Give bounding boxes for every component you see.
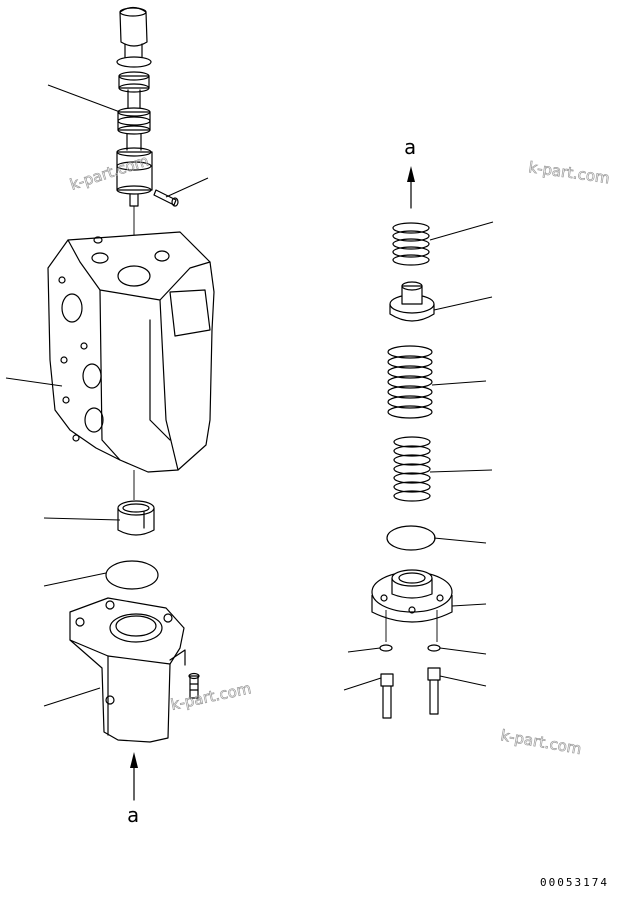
spring-seat xyxy=(389,281,435,322)
bolt xyxy=(188,672,200,699)
washers xyxy=(379,644,441,652)
flow-label-top: a xyxy=(404,135,416,159)
cover xyxy=(69,597,186,743)
flow-arrow-bottom xyxy=(130,752,138,801)
spool-assembly xyxy=(116,6,153,207)
leader-lines xyxy=(5,84,494,707)
o-ring-right xyxy=(386,525,436,551)
pin xyxy=(153,189,179,207)
watermark: k-part.com xyxy=(169,679,253,714)
spring-small xyxy=(392,222,430,266)
o-ring xyxy=(105,560,159,590)
bolt-axis xyxy=(385,610,438,642)
watermark: k-part.com xyxy=(499,726,583,758)
flow-arrow-top xyxy=(407,166,415,209)
spring-large xyxy=(387,345,433,419)
valve-body xyxy=(47,231,215,473)
sleeve xyxy=(117,500,155,536)
cap-flange xyxy=(371,569,453,623)
cap-bolts xyxy=(380,667,441,719)
spring-medium xyxy=(393,436,431,502)
flow-label-bottom: a xyxy=(127,803,139,827)
watermark: k-part.com xyxy=(527,158,610,187)
drawing-code: 00053174 xyxy=(540,876,609,889)
